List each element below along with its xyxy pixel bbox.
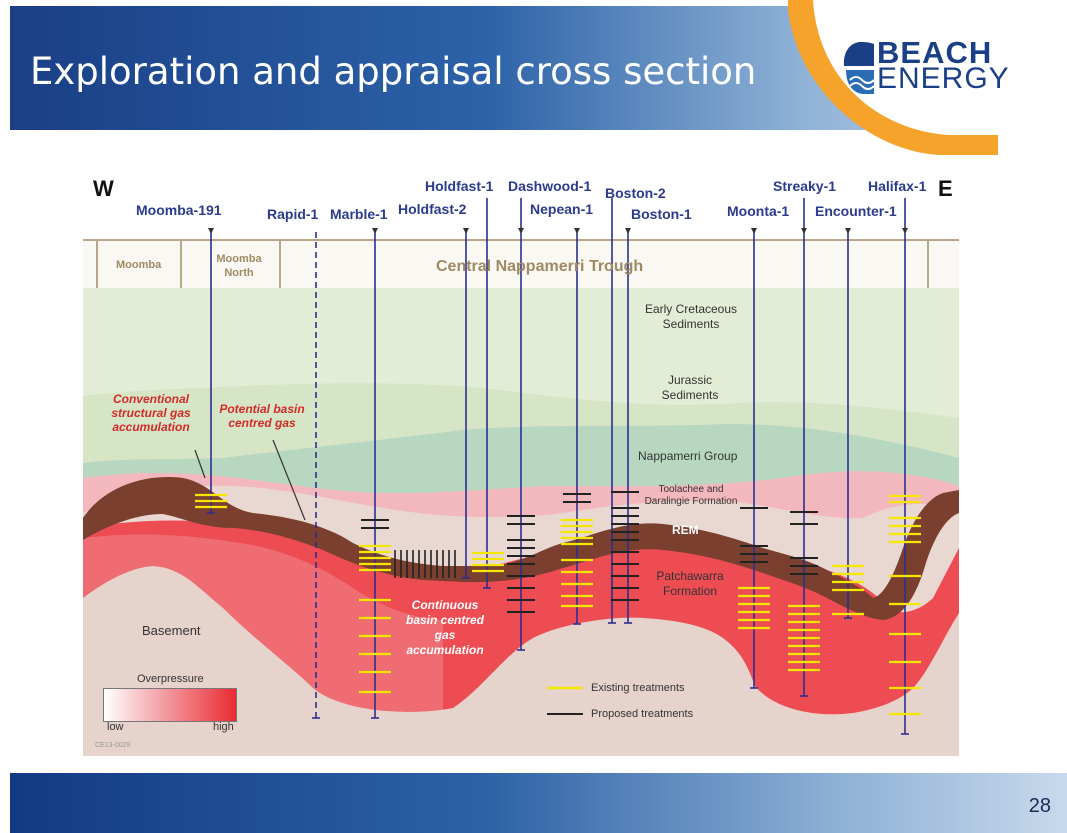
layer-label-toolachee: Toolachee and Daralingie Formation xyxy=(644,484,738,507)
well-label-moonta-1: Moonta-1 xyxy=(727,203,790,219)
well-label-rapid-1: Rapid-1 xyxy=(267,206,319,222)
figure-code: CE13-0029 xyxy=(95,742,131,749)
region-label-moomba: Moomba xyxy=(116,259,162,271)
existing-treatment-arrows xyxy=(195,493,921,716)
well-label-halifax-1: Halifax-1 xyxy=(868,178,927,194)
well-label-dashwood-1: Dashwood-1 xyxy=(508,178,592,194)
logo-emblem-icon xyxy=(843,42,875,94)
basement-highs xyxy=(83,566,959,756)
well-label-streaky-1: Streaky-1 xyxy=(773,178,837,194)
legend-high: high xyxy=(213,721,234,733)
layer-label-jurassic: Jurassic Sediments xyxy=(661,373,719,402)
layer-label-patchawarra: Patchawarra Formation xyxy=(656,569,724,598)
well-label-moomba-191: Moomba-191 xyxy=(136,202,222,218)
legend-overpressure-title: Overpressure xyxy=(137,673,204,685)
region-label-moomba-north: Moomba North xyxy=(216,253,262,279)
legend-existing-label: Existing treatments xyxy=(591,682,685,694)
well-label-boston-2: Boston-2 xyxy=(605,185,666,201)
page-number: 28 xyxy=(1028,795,1051,817)
well-label-marble-1: Marble-1 xyxy=(330,206,388,222)
slide-title: Exploration and appraisal cross section xyxy=(30,50,757,93)
logo-swoosh xyxy=(788,0,1067,155)
well-label-boston-1: Boston-1 xyxy=(631,206,692,222)
region-label-central-nappamerri: Central Nappamerri Trough xyxy=(436,258,644,275)
pointer-potential xyxy=(272,439,306,521)
annotation-continuous: Continuous basin centred gas accumulatio… xyxy=(405,598,485,657)
annotation-potential: Potential basin centred gas xyxy=(219,402,305,430)
slide-footer: 28 xyxy=(10,773,1067,833)
well-label-encounter-1: Encounter-1 xyxy=(815,203,897,219)
well-label-holdfast-1: Holdfast-1 xyxy=(425,178,494,194)
layer-label-nappamerri: Nappamerri Group xyxy=(638,449,738,463)
well-label-pointers xyxy=(208,228,908,234)
legend-low: low xyxy=(107,721,124,733)
beach-energy-logo: BEACH ENERGY xyxy=(842,35,1012,98)
logo-text-energy: ENERGY xyxy=(877,62,1010,95)
rem-layer xyxy=(83,477,959,620)
well-terminal-ticks xyxy=(207,512,909,735)
annotation-conventional: Conventional structural gas accumulation xyxy=(111,392,191,434)
layer-label-rem: REM xyxy=(672,523,699,537)
west-label: W xyxy=(93,176,114,201)
overpressure-gradient xyxy=(103,688,237,722)
layer-label-basement: Basement xyxy=(142,623,201,638)
well-label-holdfast-2: Holdfast-2 xyxy=(398,201,467,217)
well-lines xyxy=(210,198,906,734)
proposed-treatment-arrows xyxy=(361,491,818,613)
pointer-conventional xyxy=(194,449,206,479)
legend-proposed-label: Proposed treatments xyxy=(591,708,694,720)
well-label-nepean-1: Nepean-1 xyxy=(530,201,594,217)
layer-label-early-cretaceous: Early Cretaceous Sediments xyxy=(644,302,738,331)
logo-text-beach: BEACH xyxy=(877,35,993,70)
east-label: E xyxy=(938,176,953,201)
cross-section-diagram xyxy=(83,168,959,756)
